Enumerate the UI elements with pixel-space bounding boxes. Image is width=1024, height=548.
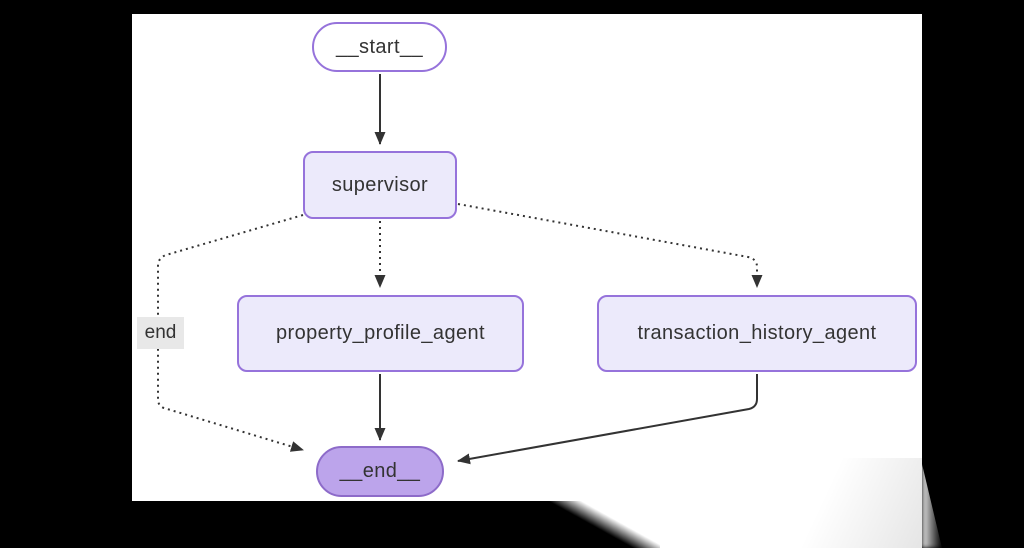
edge-label-end-text: end xyxy=(144,322,177,343)
edge-label-end: end xyxy=(137,317,184,349)
node-end: __end__ xyxy=(316,446,444,497)
edge-supervisor-to-transaction-history-agent xyxy=(457,203,763,288)
node-transaction-history-agent-label: transaction_history_agent xyxy=(637,322,877,344)
node-property-profile-agent: property_profile_agent xyxy=(237,295,524,372)
node-start: __start__ xyxy=(312,22,447,72)
node-transaction-history-agent: transaction_history_agent xyxy=(597,295,917,372)
letterbox-bottom-band xyxy=(0,501,660,548)
diagram-canvas xyxy=(132,14,922,548)
node-end-label: __end__ xyxy=(339,460,421,482)
node-start-label: __start__ xyxy=(336,35,423,58)
corner-shadow-artifact xyxy=(740,458,922,548)
edge-transaction-history-agent-to-end xyxy=(457,374,758,465)
node-supervisor: supervisor xyxy=(303,151,457,219)
node-property-profile-agent-label: property_profile_agent xyxy=(276,322,485,344)
node-supervisor-label: supervisor xyxy=(331,173,429,196)
